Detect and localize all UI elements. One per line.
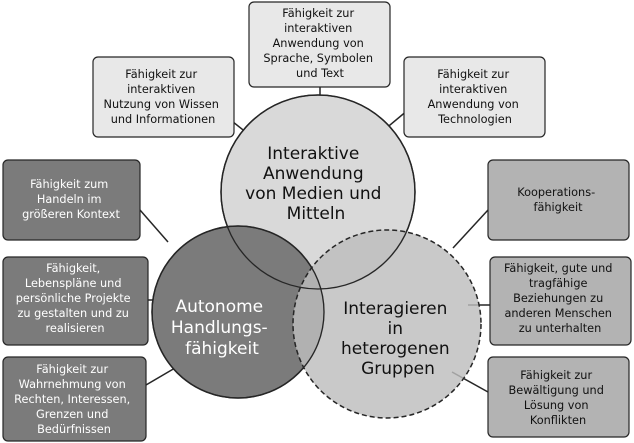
box-left-1 <box>2 159 141 241</box>
box-top-center-text: Fähigkeit zur interaktiven Anwendung von… <box>263 7 376 80</box>
box-left-2-text: Fähigkeit, Lebenspläne und persönliche P… <box>16 262 134 335</box>
box-top-left <box>92 56 235 138</box>
circle-left-label: Autonome Handlungs- fähigkeit <box>171 297 273 359</box>
circle-right-label: Interagieren in heterogenen Gruppen <box>341 299 455 379</box>
box-left-3-text: Fähigkeit zur Wahrnehmung von Rechten, I… <box>14 363 134 436</box>
box-top-center <box>248 1 391 88</box>
box-right-1 <box>487 159 630 241</box>
connector-right-1 <box>452 209 489 249</box>
box-right-2-text: Fähigkeit, gute und tragfähige Beziehung… <box>504 262 616 335</box>
circle-autonomous-action-outline <box>151 225 325 399</box>
circle-top-label: Interaktive Anwendung von Medien und Mit… <box>245 144 387 224</box>
box-left-3 <box>2 356 147 442</box>
circle-heterogeneous-groups <box>292 229 482 419</box>
box-left-2 <box>2 256 149 346</box>
box-right-2 <box>489 256 632 346</box>
connector-left-1 <box>139 209 169 243</box>
box-right-3-text: Fähigkeit zur Bewältigung und Lösung von… <box>509 369 608 427</box>
box-right-1-text: Kooperations- fähigkeit <box>517 186 599 214</box>
box-top-left-text: Fähigkeit zur interaktiven Nutzung von W… <box>104 68 223 126</box>
box-top-right <box>403 56 546 138</box>
connector-left-3 <box>145 367 176 386</box>
box-right-3 <box>487 356 630 438</box>
box-left-1-text: Fähigkeit zum Handeln im größeren Kontex… <box>22 178 120 221</box>
box-top-right-text: Fähigkeit zur interaktiven Anwendung von… <box>428 68 523 126</box>
circle-interactive-media-outline <box>220 94 416 290</box>
